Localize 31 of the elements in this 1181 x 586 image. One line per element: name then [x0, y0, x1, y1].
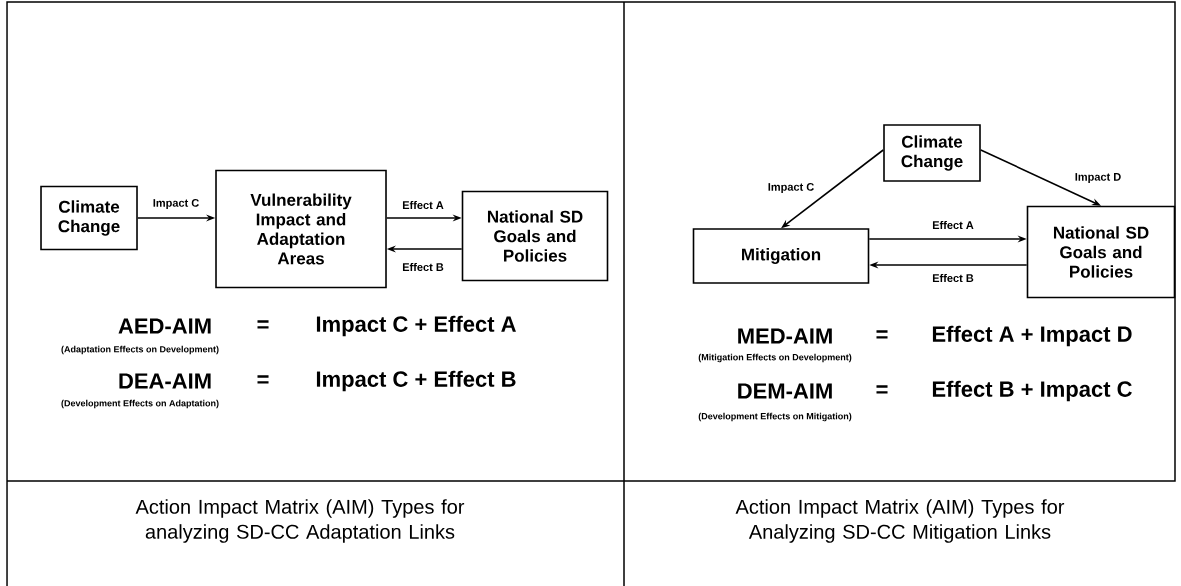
equation-name: MED-AIM — [738, 328, 832, 344]
process-box: Vulnerability Impact and Adaptation Areas — [215, 169, 387, 289]
equation-name: DEM-AIM — [738, 383, 832, 399]
edge-label: Impact C — [151, 198, 201, 210]
equation-note: (Adaptation Effects on Development) — [61, 345, 219, 355]
process-box: National SD Goals and Policies — [1026, 205, 1176, 299]
edge-label: Effect B — [401, 261, 445, 273]
equals-sign: = — [257, 375, 269, 384]
edge-label: Effect B — [931, 272, 975, 284]
equals-sign: = — [876, 385, 888, 394]
equation-name: DEA-AIM — [119, 373, 211, 389]
edge-label: Effect A — [401, 199, 445, 211]
process-box: Mitigation — [692, 228, 870, 284]
edge-label: Impact C — [766, 182, 816, 194]
table-caption: Action Impact Matrix (AIM) Types for analyzing SD-CC Adaptation Links — [135, 499, 465, 543]
process-box: Climate Change — [883, 124, 981, 182]
process-box: National SD Goals and Policies — [461, 190, 609, 282]
equation-name: AED-AIM — [118, 318, 211, 334]
equals-sign: = — [876, 330, 888, 339]
equation-note: (Development Effects on Adaptation) — [61, 399, 219, 409]
equation-terms: Impact C + Effect B — [316, 370, 516, 392]
edge-label: Effect A — [931, 219, 975, 231]
edge-label: Impact D — [1073, 172, 1123, 184]
process-box: Climate Change — [40, 185, 138, 251]
table-caption: Action Impact Matrix (AIM) Types for Analyzing SD-CC Mitigation Links — [735, 499, 1065, 543]
equation-note: (Mitigation Effects on Development) — [698, 353, 852, 363]
equation-terms: Effect B + Impact C — [932, 380, 1132, 402]
equation-terms: Effect A + Impact D — [932, 325, 1132, 347]
equals-sign: = — [257, 320, 269, 329]
equation-terms: Impact C + Effect A — [316, 315, 516, 337]
equation-note: (Development Effects on Mitigation) — [698, 412, 852, 422]
